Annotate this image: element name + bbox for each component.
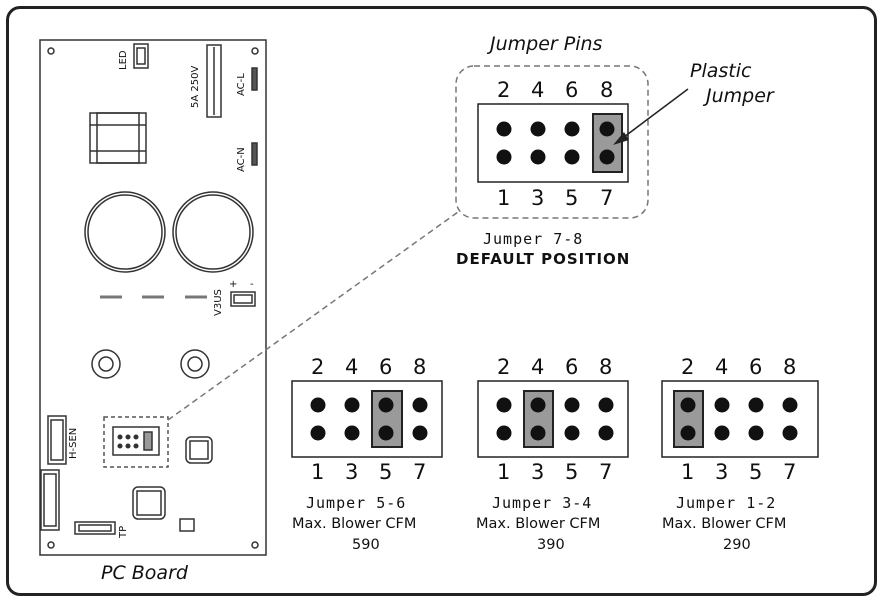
option-bottom-number: 5 [565, 460, 579, 484]
option-top-number: 8 [783, 355, 797, 379]
option-cfm-label: Max. Blower CFM [292, 516, 417, 532]
option-top-number: 2 [311, 355, 325, 379]
option-bottom-number: 1 [311, 460, 325, 484]
option-cfm-value: 590 [352, 537, 380, 553]
detail-top-number: 2 [497, 78, 511, 102]
option-cfm-value: 290 [723, 537, 751, 553]
minus-label: - [250, 279, 254, 290]
led-label: LED [118, 50, 129, 70]
detail-bottom-number: 5 [565, 186, 579, 210]
option-jumper-label: Jumper 5-6 [306, 494, 407, 512]
callout-line-1: Plastic [690, 60, 752, 82]
pc-board [39, 39, 267, 556]
option-top-number: 6 [379, 355, 393, 379]
option-top-number: 2 [497, 355, 511, 379]
option-bottom-number: 7 [783, 460, 797, 484]
option-cfm-label: Max. Blower CFM [476, 516, 601, 532]
pc-board-caption: PC Board [101, 562, 188, 584]
callout-line-2: Jumper [706, 85, 774, 107]
ac-l-label: AC-L [236, 73, 247, 96]
option-top-number: 6 [749, 355, 763, 379]
option-bottom-number: 7 [599, 460, 613, 484]
ac-n-label: AC-N [236, 147, 247, 172]
option-top-number: 2 [681, 355, 695, 379]
default-position-label: DEFAULT POSITION [456, 250, 631, 268]
option-cfm-label: Max. Blower CFM [662, 516, 787, 532]
jumper-pins-title: Jumper Pins [490, 33, 603, 55]
option-bottom-number: 3 [345, 460, 359, 484]
option-bottom-number: 7 [413, 460, 427, 484]
option-top-number: 4 [715, 355, 729, 379]
option-bottom-number: 1 [681, 460, 695, 484]
option-bottom-number: 3 [715, 460, 729, 484]
tp-label: TP [118, 525, 129, 538]
default-jumper-label: Jumper 7-8 [483, 230, 584, 248]
option-bottom-number: 5 [379, 460, 393, 484]
detail-top-number: 8 [600, 78, 614, 102]
fuse-rating-label: 5A 250V [190, 65, 201, 108]
detail-bottom-number: 3 [531, 186, 545, 210]
detail-top-number: 4 [531, 78, 545, 102]
option-bottom-number: 1 [497, 460, 511, 484]
option-bottom-number: 5 [749, 460, 763, 484]
option-cfm-value: 390 [537, 537, 565, 553]
option-top-number: 8 [599, 355, 613, 379]
option-jumper-label: Jumper 1-2 [676, 494, 777, 512]
detail-bottom-number: 7 [600, 186, 614, 210]
option-top-number: 8 [413, 355, 427, 379]
detail-top-number: 6 [565, 78, 579, 102]
option-top-number: 6 [565, 355, 579, 379]
option-block-2 [477, 380, 629, 458]
option-jumper-label: Jumper 3-4 [492, 494, 593, 512]
v3us-label: V3US [213, 289, 224, 316]
detail-jumper-block [455, 65, 649, 219]
callout-arrow [613, 88, 689, 145]
option-block-3 [661, 380, 819, 458]
option-block-1 [291, 380, 443, 458]
option-bottom-number: 3 [531, 460, 545, 484]
option-top-number: 4 [531, 355, 545, 379]
option-top-number: 4 [345, 355, 359, 379]
detail-bottom-number: 1 [497, 186, 511, 210]
plus-label: + [229, 279, 238, 290]
h-sen-label: H-SEN [68, 427, 79, 459]
